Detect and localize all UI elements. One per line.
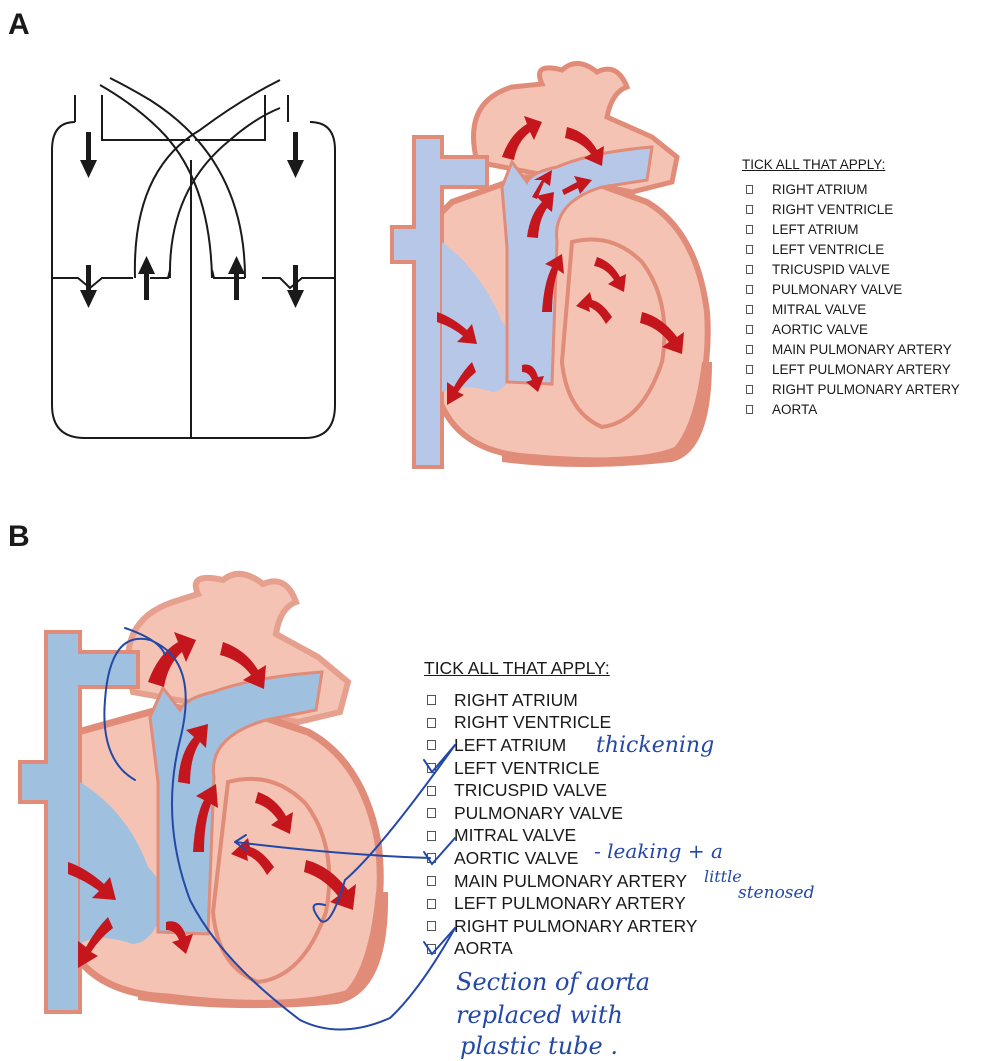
note-plastic-tube: plastic tube . bbox=[460, 1032, 618, 1060]
note-replaced-with: replaced with bbox=[456, 1001, 623, 1029]
note-section-of-aorta: Section of aorta bbox=[456, 968, 650, 996]
tick-mark bbox=[424, 838, 455, 864]
annotation-line bbox=[314, 745, 455, 922]
tick-mark bbox=[424, 928, 455, 954]
annotation-line bbox=[235, 842, 430, 858]
note-stenosed: stenosed bbox=[738, 883, 815, 903]
note-little: little bbox=[704, 867, 742, 886]
note-leaking: - leaking + a bbox=[594, 839, 723, 863]
annotation-line bbox=[104, 639, 455, 1030]
note-thickening: thickening bbox=[596, 733, 714, 758]
